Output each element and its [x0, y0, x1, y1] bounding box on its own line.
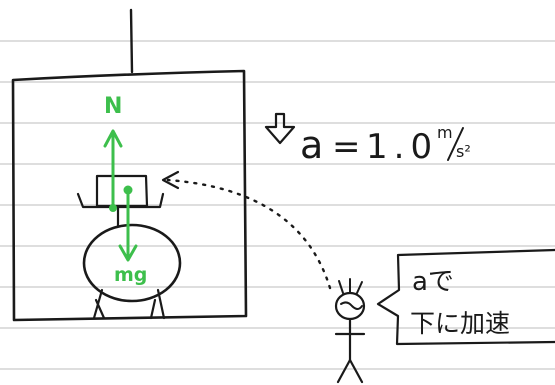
speech-line-2: 下に加速: [410, 309, 510, 338]
acceleration-unit-numerator: m: [437, 123, 453, 142]
acceleration-equation: a = 1.0 m s²: [300, 123, 471, 167]
speech-line-1: aで: [412, 267, 454, 297]
scale-leg-left: [92, 288, 106, 320]
scale-body: [82, 223, 182, 303]
normal-force-origin: [109, 204, 117, 212]
normal-force-arrow: [103, 129, 123, 212]
normal-force-label: N: [104, 94, 122, 119]
bathroom-scale: [76, 174, 182, 320]
speech-bubble: [376, 248, 555, 346]
gravity-head: [118, 244, 138, 262]
observer-legs: [336, 358, 364, 384]
equals-sign: =: [332, 127, 361, 167]
acceleration-value: 1.0: [366, 127, 438, 167]
acceleration-symbol: a: [300, 123, 323, 167]
scale-leg-right: [149, 288, 166, 320]
observer-face: [340, 301, 363, 310]
notebook-ruled-lines: [0, 40, 555, 370]
gravity-label: mg: [114, 264, 147, 286]
observer-head: [334, 291, 366, 321]
acceleration-unit-denominator: s²: [456, 142, 471, 161]
normal-force-head: [103, 129, 123, 148]
gravity-arrow: [118, 185, 138, 262]
observer-hair: [338, 278, 363, 294]
observer-figure: [334, 278, 366, 384]
elevator-car: [11, 69, 248, 322]
dotted-arrow-head: [161, 170, 180, 190]
unit-slash: [447, 127, 464, 161]
box-on-scale: [95, 174, 149, 208]
observation-dotted-arrow: [166, 178, 332, 290]
elevator-cable: [129, 8, 134, 74]
acceleration-direction-arrow: [264, 112, 296, 145]
